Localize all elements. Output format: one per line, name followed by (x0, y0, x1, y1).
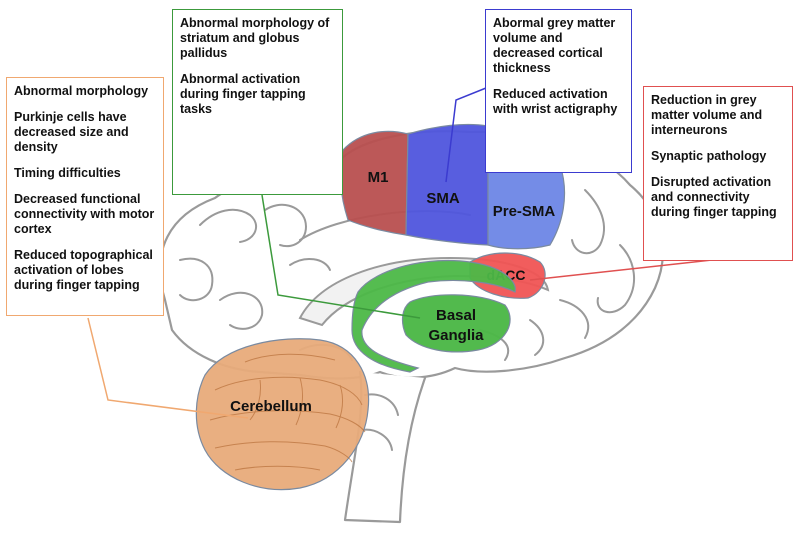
sma-callout: Aborma​l grey matter volume and decrease… (485, 9, 632, 173)
region-m1: M1 (339, 130, 409, 236)
basal-ganglia-label-line1: Basal (436, 307, 476, 324)
basal-ganglia-callout: Abnormal morphology of striatum and glob… (172, 9, 343, 195)
gyri-lines (179, 189, 636, 451)
cerebellum-callout-item: Timing difficulties (14, 166, 121, 180)
basal-ganglia-label-line2: Ganglia (428, 327, 484, 344)
connector-lines (87, 87, 713, 419)
cerebellum-callout: Abnormal morphology Purkinje cells have … (6, 77, 164, 316)
cerebellum-callout-item: Abnormal morphology (14, 84, 149, 98)
basal-ganglia-connector (261, 194, 421, 319)
dacc-callout-item: Reduction in grey matter volume and inte… (651, 93, 763, 137)
dacc-callout-item: Synaptic pathology (651, 149, 767, 163)
sma-callout-item: Reduced activation with wrist actigraphy (493, 87, 618, 116)
basal-ganglia-callout-item: Abnormal morphology of striatum and glob… (180, 16, 330, 60)
region-sma: SMA (405, 123, 489, 246)
dacc-callout: Reduction in grey matter volume and inte… (643, 86, 793, 261)
cerebellum-folia (209, 353, 366, 471)
sma-connector (445, 87, 487, 183)
basal-ganglia-callout-item: Abnormal activation during finger tappin… (180, 72, 306, 116)
dacc-connector (529, 259, 713, 281)
pre-sma-label: Pre-SMA (493, 203, 556, 220)
sma-label: SMA (426, 190, 460, 207)
cerebellum-callout-item: Decreased functional connectivity with m… (14, 192, 155, 236)
cerebellum-label: Cerebellum (230, 398, 312, 415)
region-basal-ganglia: Basal Ganglia (351, 259, 516, 373)
sma-callout-item: Aborma​l grey matter volume and decrease… (493, 16, 616, 75)
m1-label: M1 (368, 169, 389, 186)
cerebellum-callout-item: Reduced topographical activation of lobe… (14, 248, 153, 292)
region-cerebellum: Cerebellum (195, 338, 370, 491)
cerebellum-callout-item: Purkinje cells have decreased size and d… (14, 110, 129, 154)
dacc-callout-item: Disrupted activation and connectivity du… (651, 175, 777, 219)
cerebellum-connector (87, 317, 249, 419)
